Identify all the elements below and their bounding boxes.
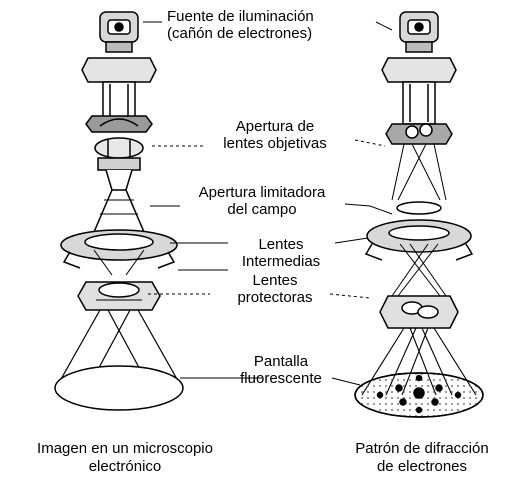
left-projector-lens (78, 282, 160, 310)
caption-image-mode: Imagen en un microscopio electrónico (0, 440, 250, 476)
right-objective-aperture (386, 124, 452, 200)
label-objective-aperture-line1: Apertura de (200, 118, 350, 135)
left-condenser-lens (82, 58, 156, 124)
right-column-diffraction-mode (355, 12, 483, 417)
right-diffraction-screen (355, 373, 483, 417)
label-illumination-source: Fuente de iluminación (cañón de electron… (167, 8, 367, 42)
label-illumination-source-line2: (cañón de electrones) (167, 25, 367, 42)
caption-diffraction-mode-line1: Patrón de difracción (322, 440, 522, 458)
caption-diffraction-mode-line2: de electrones (322, 458, 522, 476)
label-objective-aperture: Apertura de lentes objetivas (200, 118, 350, 152)
caption-diffraction-mode: Patrón de difracción de electrones (322, 440, 522, 476)
left-column-image-mode (55, 12, 183, 410)
label-field-limiting-aperture-line1: Apertura limitadora (182, 184, 342, 201)
label-fluorescent-screen-line1: Pantalla (226, 353, 336, 370)
label-projector-lenses-line2: protectoras (220, 289, 330, 306)
right-field-aperture (397, 202, 441, 214)
caption-image-mode-line2: electrónico (0, 458, 250, 476)
left-field-aperture (94, 190, 144, 232)
label-intermediate-lenses-line2: Intermedias (226, 253, 336, 270)
label-field-limiting-aperture-line2: del campo (182, 201, 342, 218)
label-objective-aperture-line2: lentes objetivas (200, 135, 350, 152)
label-projector-lenses-line1: Lentes (220, 272, 330, 289)
left-intermediate-lens (61, 230, 177, 275)
left-objective-aperture (86, 116, 152, 190)
label-field-limiting-aperture: Apertura limitadora del campo (182, 184, 342, 218)
label-fluorescent-screen: Pantalla fluorescente (226, 353, 336, 387)
label-intermediate-lenses-line1: Lentes (226, 236, 336, 253)
right-projector-lens (380, 296, 458, 328)
label-fluorescent-screen-line2: fluorescente (226, 370, 336, 387)
right-condenser-lens (382, 58, 456, 124)
label-intermediate-lenses: Lentes Intermedias (226, 236, 336, 270)
caption-image-mode-line1: Imagen en un microscopio (0, 440, 250, 458)
label-illumination-source-line1: Fuente de iluminación (167, 8, 367, 25)
right-intermediate-lens (366, 220, 472, 296)
left-electron-gun (100, 12, 138, 52)
label-projector-lenses: Lentes protectoras (220, 272, 330, 306)
left-fluorescent-screen (55, 366, 183, 410)
right-electron-gun (400, 12, 438, 52)
